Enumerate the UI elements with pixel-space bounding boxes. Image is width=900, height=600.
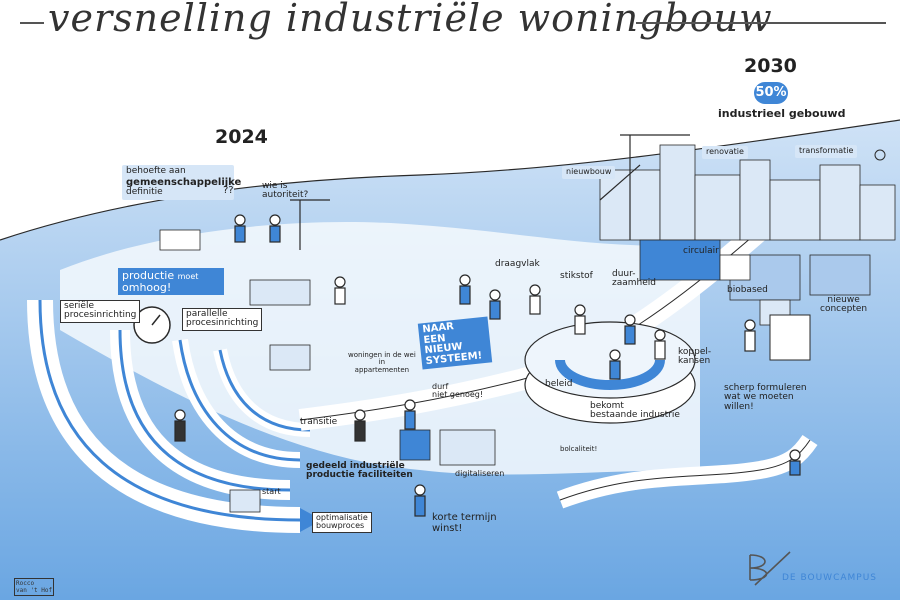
bolcaliteit-label: bolcaliteit!	[560, 445, 598, 453]
year-start: 2024	[215, 126, 268, 148]
circular-label: circulair	[683, 246, 719, 256]
courage-label: durf niet genoeg!	[432, 382, 484, 400]
shared-facilities-line-2: productie faciliteiten	[306, 470, 413, 481]
process-arrow-3-line	[178, 339, 301, 462]
target-label: industrieel gebouwd	[718, 107, 846, 120]
shared-facilities-label: gedeeld industriële productie faciliteit…	[306, 461, 413, 481]
parallel-process-line-1: parallelle	[186, 309, 228, 319]
need-definition-line-3: definitie	[126, 186, 163, 197]
process-arrow-4-line	[218, 349, 311, 432]
people	[174, 214, 801, 517]
sustainability-line-1: duur-	[612, 269, 636, 279]
horizon-line	[0, 119, 900, 241]
flipchart	[769, 314, 811, 361]
new-concepts-label: nieuwe concepten	[820, 295, 868, 315]
page-title: versnelling industriële woningbouw	[48, 0, 773, 40]
road-to-2030-edge	[299, 229, 761, 421]
transformation-label: transformatie	[795, 145, 858, 158]
artist-signature-line-1: Rocco	[16, 580, 35, 587]
houses-to-apartments-label: woningen in de wei in appartementen	[348, 351, 416, 374]
need-definition-label: behoefte aan gemeenschappelijke definiti…	[122, 165, 242, 200]
shared-facilities-line-1: gedeeld industriële	[306, 461, 405, 471]
title-rule-right	[636, 22, 886, 24]
production-up-word: omhoog!	[122, 280, 172, 294]
sustainability-label: duur- zaamheid	[612, 269, 656, 289]
target-percent-badge: 50%	[754, 82, 788, 104]
houses-line-3: appartementen	[354, 365, 410, 374]
start-label: start	[262, 487, 281, 496]
optimization-label: optimalisatie bouwproces	[312, 512, 372, 533]
sun	[874, 149, 886, 161]
serial-process-line-1: seriële	[64, 301, 95, 311]
sharp-formulation-line-2: wat we moeten	[724, 392, 794, 403]
artist-signature-line-2: van 't Hof	[16, 587, 53, 594]
policy-label: beleid	[545, 379, 573, 389]
sharp-formulation-label: scherp formuleren wat we moeten willen!	[724, 383, 807, 412]
houses-line-2: in	[378, 358, 386, 367]
process-arrow-2-line	[118, 329, 291, 492]
biobased-label: biobased	[727, 285, 768, 295]
existing-industry-line-1: bekomt	[590, 401, 624, 411]
sustainability-line-2: zaamheid	[612, 278, 656, 289]
logo-mark-shape	[749, 551, 791, 586]
sharp-formulation-line-1: scherp formuleren	[724, 383, 807, 393]
production-word: productie	[122, 269, 175, 282]
platform-ring	[555, 359, 665, 390]
who-authority-line-2: autoriteit?	[262, 190, 309, 201]
who-authority-label: wie is autoriteit?	[262, 181, 309, 201]
logo-text: DE BOUWCAMPUS	[782, 573, 877, 583]
support-label: draagvlak	[495, 259, 540, 269]
who-authority-line-1: wie is	[262, 181, 288, 191]
houses-line-1: woningen in de wei	[348, 351, 416, 359]
process-arrow-1-line	[38, 299, 301, 522]
new-concepts-line-1: nieuwe	[827, 295, 860, 305]
process-arrowhead-1	[300, 508, 322, 532]
digitize-label: digitaliseren	[455, 469, 505, 478]
courage-line-2: niet genoeg!	[432, 390, 484, 400]
parallel-process-label: parallelle procesinrichting	[182, 308, 263, 331]
year-end: 2030	[744, 55, 797, 77]
cranes	[290, 134, 690, 250]
optimization-line-1: optimalisatie	[316, 513, 368, 522]
need-definition-line-2: gemeenschappelijke	[126, 176, 242, 188]
need-definition-line-1: behoefte aan	[126, 166, 186, 176]
title-rule-left	[20, 22, 44, 24]
sharp-formulation-line-3: willen!	[724, 401, 754, 412]
serial-process-label: seriële procesinrichting	[60, 300, 141, 323]
nitrogen-label: stikstof	[560, 271, 593, 281]
short-term-gain-label: korte termijn winst!	[432, 512, 497, 534]
parallel-process-line-2: procesinrichting	[186, 318, 259, 329]
short-term-gain-line-1: korte termijn	[432, 512, 497, 523]
short-term-gain-line-2: winst!	[432, 522, 463, 534]
linked-opportunities-line-2: kansen	[678, 356, 711, 367]
new-build-label: nieuwbouw	[562, 166, 616, 179]
linked-opportunities-label: koppel- kansen	[678, 347, 712, 367]
optimization-line-2: bouwproces	[316, 521, 365, 531]
courage-line-1: durf	[432, 382, 449, 391]
production-must-word: moet	[177, 272, 199, 281]
transition-label: transitie	[300, 417, 338, 427]
renovation-label: renovatie	[702, 146, 748, 159]
existing-industry-label: bekomt bestaande industrie	[590, 401, 680, 421]
serial-process-line-2: procesinrichting	[64, 310, 137, 321]
artist-signature: Rocco van 't Hof	[14, 578, 55, 596]
new-system-label: NAAR EEN NIEUW SYSTEEM!	[417, 316, 493, 370]
production-up-label: productie moet omhoog!	[118, 268, 224, 296]
linked-opportunities-line-1: koppel-	[678, 347, 712, 357]
existing-industry-line-2: bestaande industrie	[590, 410, 680, 421]
new-concepts-line-2: concepten	[820, 304, 868, 315]
speech-question-marks: ??	[223, 185, 234, 196]
